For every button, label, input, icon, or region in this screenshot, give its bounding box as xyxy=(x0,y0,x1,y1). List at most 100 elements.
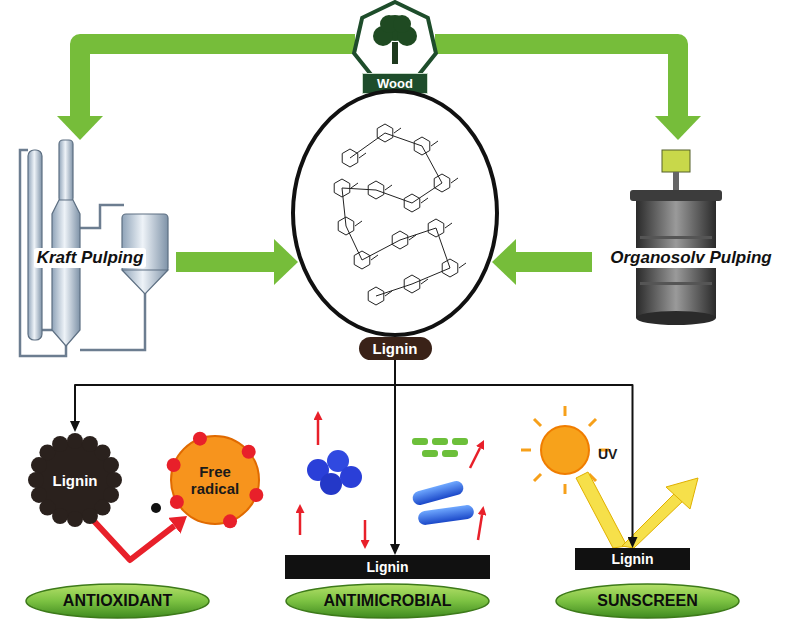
source-badge-outline-part xyxy=(392,42,398,64)
lignin-circle-outline-part-part xyxy=(359,153,366,158)
node-text: ANTIMICROBIAL xyxy=(324,592,452,610)
lignin-circle-outline-part-part xyxy=(346,226,362,260)
microbes-part xyxy=(412,438,428,445)
sun-uv xyxy=(521,406,698,548)
sun-uv-part-part xyxy=(564,406,567,416)
lignin-circle-outline-part xyxy=(293,91,497,335)
connector-arrow xyxy=(395,360,633,537)
sun-uv-part xyxy=(576,472,627,548)
kraft-equipment xyxy=(20,140,168,356)
lignin-circle-outline-part-part xyxy=(342,188,376,190)
lignin-particle-outline-part xyxy=(106,472,122,488)
microbes-part xyxy=(320,473,342,495)
lignin-layer-outline-part xyxy=(285,555,490,579)
organosolv-reactor-part xyxy=(640,236,712,239)
kraft-equipment-part xyxy=(59,140,73,202)
kraft-equipment-part xyxy=(122,270,168,294)
application-badge: ANTIOXIDANT xyxy=(25,583,210,619)
sun-uv-part-part xyxy=(521,449,531,452)
free-radical-outline-part xyxy=(242,445,256,459)
lignin-particle-outline-part xyxy=(103,457,119,473)
lignin-circle-outline-part-part xyxy=(412,183,442,203)
lignin-circle-outline-part-part xyxy=(385,185,392,190)
application-badge-outline-part xyxy=(556,584,739,618)
lignin-circle-outline-part-part xyxy=(376,284,412,296)
source-badge: Wood xyxy=(347,2,443,94)
node-text: Lignin xyxy=(359,337,432,360)
connector-arrow xyxy=(75,360,395,421)
connector-arrow xyxy=(80,44,355,116)
kraft-equipment-part xyxy=(28,150,42,340)
sun-uv-part-part xyxy=(534,474,541,481)
free-radical-outline-part xyxy=(193,432,207,446)
organosolv-reactor-part xyxy=(630,190,722,201)
lignin-layer-outline-part xyxy=(575,548,690,570)
node-text: Kraft Pulping xyxy=(34,248,147,268)
lignin-circle-outline-part-part xyxy=(451,178,458,183)
connector-arrow xyxy=(93,520,174,560)
lignin-circle-outline-part-part xyxy=(371,255,378,260)
lignin-circle-outline-part-part xyxy=(376,190,412,203)
microbes-part xyxy=(452,438,468,445)
microbes-part xyxy=(340,466,362,488)
lignin-particle-outline-part xyxy=(52,436,68,452)
lignin-particle-outline-part xyxy=(28,472,44,488)
lignin-layer: Lignin xyxy=(575,548,690,570)
connector-arrow xyxy=(435,44,678,116)
application-badge: ANTIMICROBIAL xyxy=(285,583,490,619)
uv-label: UV xyxy=(598,446,617,462)
microbes-part-part xyxy=(470,448,480,468)
lignin-circle-outline-part-part xyxy=(394,128,401,133)
organosolv-reactor-part xyxy=(636,311,716,325)
connector-arrow xyxy=(516,252,592,272)
lignin-circle-outline xyxy=(290,88,500,360)
free-radical-outline-part xyxy=(171,436,259,524)
microbes-part-part xyxy=(478,515,482,540)
lignin-particle-outline-part xyxy=(82,508,98,524)
node-text: Organosolv Pulping xyxy=(607,248,775,268)
free-radical-outline-part xyxy=(223,514,237,528)
connector-arrow xyxy=(176,252,274,272)
kraft-equipment-part xyxy=(52,200,80,346)
application-badge-outline-part xyxy=(26,584,209,618)
free-radical-outline-part xyxy=(170,495,184,509)
lignin-circle-outline-part-part xyxy=(342,188,346,226)
lignin-circle-outline-part-part xyxy=(362,240,400,260)
electron-dot xyxy=(151,503,161,513)
lignin-circle-outline-part-part xyxy=(350,133,385,158)
lignin-circle-outline-part-part xyxy=(385,133,422,146)
node-text: Lignin xyxy=(612,551,654,567)
node-text: ANTIOXIDANT xyxy=(63,592,172,610)
lignin-circle-outline-part-part xyxy=(355,221,362,226)
lignin-particle: Lignin xyxy=(27,432,123,528)
source-badge-outline-part xyxy=(393,15,411,33)
lignin-circle-outline-part-part xyxy=(431,141,438,146)
lignin-circle: Lignin xyxy=(290,88,500,360)
sun-uv-part xyxy=(666,478,698,509)
lignin-circle-outline-part-part xyxy=(351,183,358,188)
lignin-particle-outline-part xyxy=(36,441,114,519)
organosolv-reactor-part xyxy=(673,172,679,190)
lignin-circle-outline-part-part xyxy=(445,223,452,228)
microbes-part xyxy=(432,438,448,445)
lignin-circle-outline-part-part xyxy=(400,228,436,240)
sun-uv-part xyxy=(541,426,589,474)
lignin-circle-outline-part-part xyxy=(422,146,442,183)
lignin-circle-outline-part-part xyxy=(412,268,450,284)
node-text: Free radical xyxy=(179,463,251,498)
connector-arrow xyxy=(394,360,396,544)
microbes xyxy=(300,420,482,540)
free-radical: Free radical xyxy=(167,432,263,528)
microbes-part-part xyxy=(299,513,302,535)
sun-uv-part xyxy=(622,493,684,548)
microbes-part xyxy=(422,450,438,457)
lignin-particle-outline-part xyxy=(31,487,47,503)
lignin-particle-outline-part xyxy=(67,433,83,449)
lignin-circle-outline-part xyxy=(334,124,466,305)
microbes-part xyxy=(300,420,482,540)
free-radical-outline-part xyxy=(167,458,181,472)
lignin-layer: Lignin xyxy=(285,555,490,579)
free-radical-outline-part xyxy=(249,488,263,502)
node-text: Lignin xyxy=(53,472,98,489)
